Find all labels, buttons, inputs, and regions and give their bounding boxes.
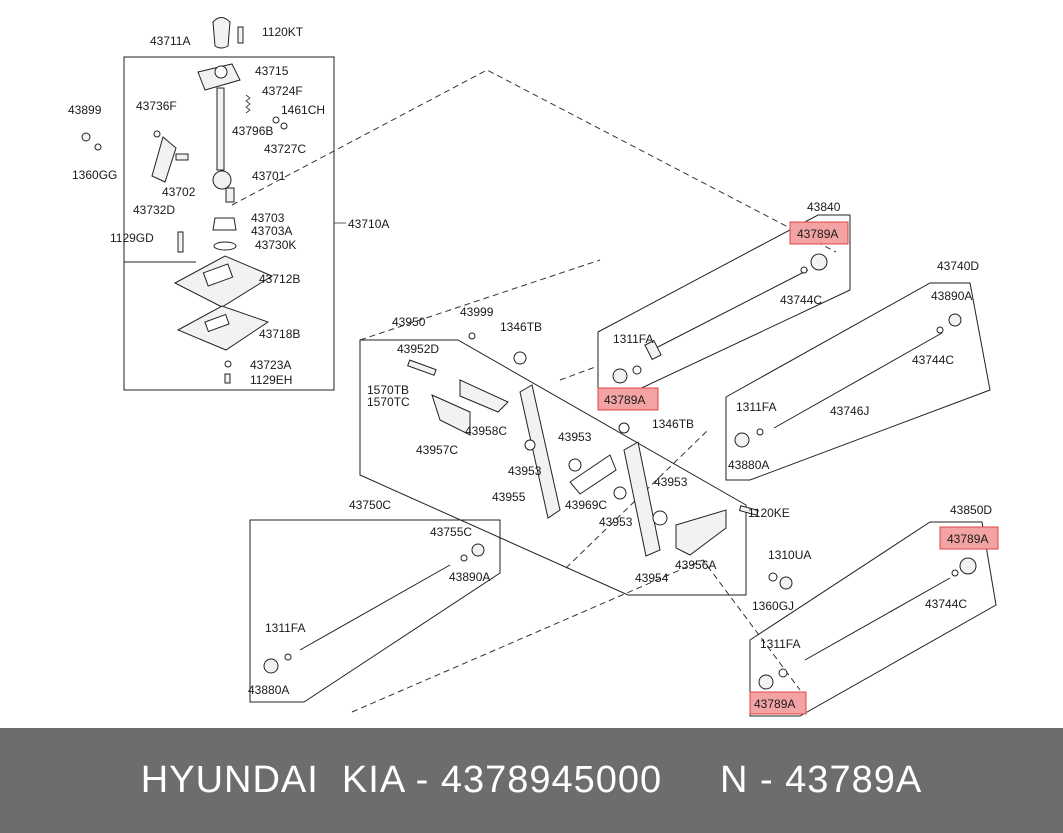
label-1311FA-3: 1311FA (760, 637, 800, 651)
label-43850D: 43850D (950, 503, 992, 517)
label-43789A-2: 43789A (604, 393, 645, 407)
label-1346TB-2: 1346TB (652, 417, 694, 431)
label-1311FA-1: 1311FA (613, 332, 653, 346)
label-1129EH: 1129EH (250, 373, 292, 387)
label-1120KT: 1120KT (262, 25, 304, 39)
label-43953-1: 43953 (558, 430, 592, 444)
label-43953-4: 43953 (599, 515, 633, 529)
label-1129GD: 1129GD (110, 231, 154, 245)
label-43958C: 43958C (465, 424, 507, 438)
label-43711A: 43711A (150, 34, 190, 48)
label-43840: 43840 (807, 200, 841, 214)
label-43702: 43702 (162, 185, 196, 199)
label-43730K: 43730K (255, 238, 296, 252)
exploded-parts-diagram: 43711A 1120KT 43715 43736F 43724F 43899 … (68, 17, 999, 717)
label-43718B: 43718B (259, 327, 300, 341)
label-43744C-3: 43744C (925, 597, 967, 611)
label-1120KE: 1120KE (748, 506, 790, 520)
label-43723A: 43723A (250, 358, 291, 372)
label-43789A-1: 43789A (797, 227, 838, 241)
label-43703: 43703 (251, 211, 285, 225)
shift-gate-plate (176, 305, 270, 351)
shift-knob (212, 17, 231, 49)
label-43953-3: 43953 (654, 475, 688, 489)
label-1461CH: 1461CH (281, 103, 325, 117)
label-43950: 43950 (392, 315, 426, 329)
label-43969C: 43969C (565, 498, 607, 512)
dashed-guide-lines (231, 69, 837, 713)
cable-43750C (249, 519, 501, 703)
label-43956A: 43956A (675, 558, 716, 572)
cable-43840 (597, 214, 851, 411)
label-43715: 43715 (255, 64, 289, 78)
label-43710A: 43710A (348, 217, 389, 231)
label-1360GJ: 1360GJ (752, 599, 794, 613)
label-43899: 43899 (68, 103, 102, 117)
label-43957C: 43957C (416, 443, 458, 457)
label-1360GG: 1360GG (72, 168, 117, 182)
label-43727C: 43727C (264, 142, 306, 156)
label-1311FA-4: 1311FA (265, 621, 305, 635)
label-43755C: 43755C (430, 525, 472, 539)
label-1570TC: 1570TC (367, 395, 410, 409)
label-1310UA: 1310UA (768, 548, 811, 562)
label-43953-2: 43953 (508, 464, 542, 478)
label-43701: 43701 (252, 169, 286, 183)
label-43789A-4: 43789A (754, 697, 795, 711)
label-43744C-2: 43744C (912, 353, 954, 367)
label-43740D: 43740D (937, 259, 979, 273)
label-43999: 43999 (460, 305, 494, 319)
label-43746J: 43746J (830, 404, 869, 418)
label-43724F: 43724F (262, 84, 303, 98)
shift-lever-assembly (81, 17, 346, 391)
label-43736F: 43736F (136, 99, 177, 113)
label-43750C: 43750C (349, 498, 391, 512)
label-43732D: 43732D (133, 203, 175, 217)
label-1570TB: 1570TB (367, 383, 409, 397)
label-1346TB-1: 1346TB (500, 320, 542, 334)
lever-rod (216, 87, 225, 171)
label-43954: 43954 (635, 571, 669, 585)
part-number-caption: HYUNDAI KIA - 4378945000 N - 43789A (140, 759, 923, 801)
label-43703A: 43703A (251, 224, 292, 238)
label-43955: 43955 (492, 490, 526, 504)
label-43890A-1: 43890A (931, 289, 972, 303)
label-1311FA-2: 1311FA (736, 400, 776, 414)
linkage-assembly (359, 332, 793, 596)
cable-43850D (749, 521, 999, 717)
shift-base-plate (173, 255, 274, 308)
label-43952D: 43952D (397, 342, 439, 356)
label-43712B: 43712B (259, 272, 300, 286)
cable-43740D (725, 282, 991, 481)
part-labels: 43711A 1120KT 43715 43736F 43724F 43899 … (68, 25, 992, 711)
label-43890A-2: 43890A (449, 570, 490, 584)
label-43880A-2: 43880A (248, 683, 289, 697)
label-43796B: 43796B (232, 124, 273, 138)
footer-banner: HYUNDAI KIA - 4378945000 N - 43789A (0, 728, 1063, 833)
lever-ball (212, 170, 232, 190)
label-43789A-3: 43789A (947, 532, 988, 546)
label-43744C-1: 43744C (780, 293, 822, 307)
label-43880A-1: 43880A (728, 458, 769, 472)
